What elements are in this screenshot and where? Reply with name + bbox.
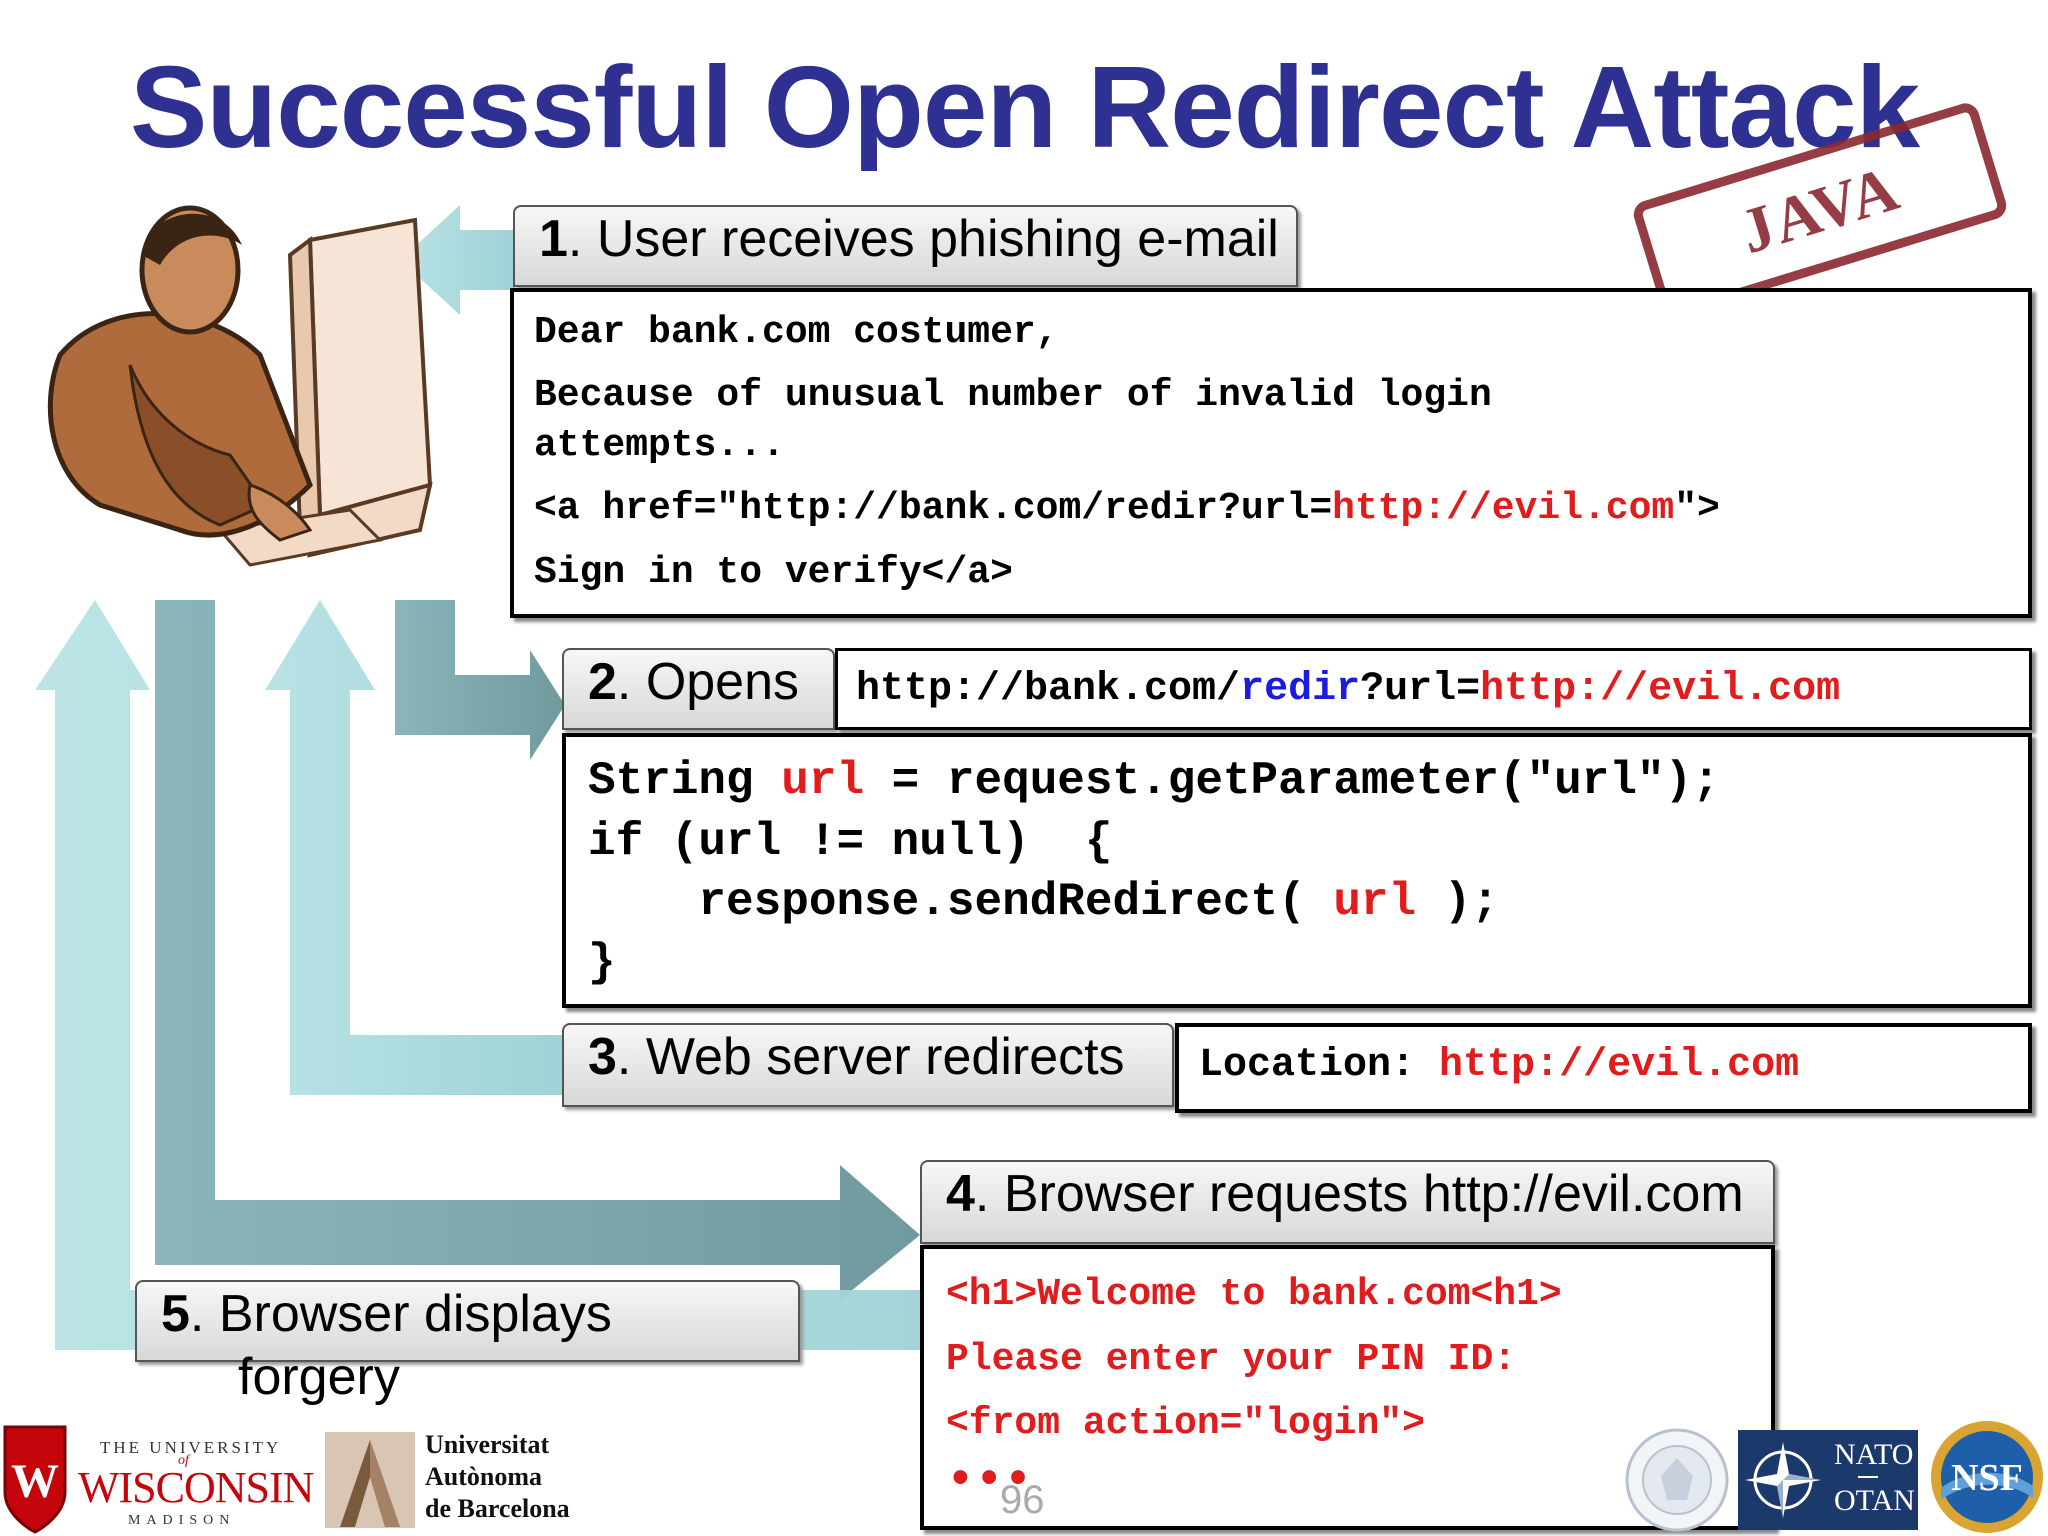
uab-line-1: Universitat [425, 1430, 550, 1459]
nato-star-icon [1745, 1442, 1821, 1518]
uab-line-2: Autònoma [425, 1462, 543, 1491]
evil-url-param: http://evil.com [1480, 667, 1841, 712]
step5-label-cont: forgery [238, 1348, 400, 1406]
email-line-1: Dear bank.com costumer, [534, 311, 1059, 354]
arrow-step4 [155, 600, 920, 1300]
arrow-step3 [265, 600, 565, 1095]
wisconsin-logo: W THE UNIVERSITY of WISCONSIN MADISON [0, 1420, 314, 1536]
evil-line-1: <h1>Welcome to bank.com<h1> [946, 1273, 1562, 1316]
server-code-box: String url = request.getParameter("url")… [562, 733, 2032, 1008]
java-stamp-text: JAVA [1731, 151, 1908, 268]
nsf-text: NSF [1951, 1457, 2023, 1499]
slide-title: Successful Open Redirect Attack [130, 42, 1920, 172]
user-at-computer-icon [47, 205, 433, 567]
nsf-logo-icon: NSF [1931, 1421, 2043, 1533]
svg-text:W: W [11, 1455, 59, 1508]
step3-label: 3. Web server redirects [562, 1023, 1174, 1107]
nato-divider [1858, 1476, 1878, 1478]
code-line-3: response.sendRedirect( url ); [588, 876, 1499, 929]
evil-line-3: <from action="login"> [946, 1402, 1425, 1446]
redir-endpoint: redir [1240, 667, 1361, 712]
otan-text: OTAN [1834, 1484, 1915, 1517]
uab-mark-icon [325, 1432, 415, 1528]
code-line-4: } [588, 937, 616, 990]
url-bar: http://bank.com/redir?url=http://evil.co… [835, 648, 2032, 730]
uab-logo: Universitat Autònoma de Barcelona [325, 1428, 575, 1536]
code-line-1: String url = request.getParameter("url")… [588, 755, 1720, 807]
uab-line-3: de Barcelona [425, 1494, 570, 1523]
arrow-step1 [400, 205, 515, 315]
step5-label: 5. Browser displays [135, 1280, 800, 1362]
step4-label: 4. Browser requests http://evil.com [920, 1160, 1775, 1244]
evil-line-4: ••• [946, 1453, 1033, 1508]
arrow-step5 [35, 600, 920, 1350]
email-line-3: attempts... [534, 423, 785, 467]
page-number: 96 [1000, 1478, 1045, 1522]
wisconsin-of-text: of [178, 1453, 189, 1468]
step2-label: 2. Opens [562, 648, 835, 730]
wisconsin-top-text: THE UNIVERSITY [100, 1438, 282, 1457]
wisconsin-main-text: WISCONSIN [78, 1463, 314, 1512]
code-line-2: if (url != null) { [588, 815, 1113, 868]
email-line-4: <a href="http://bank.com/redir?url=http:… [534, 487, 1720, 531]
nato-logo: NATO OTAN [1738, 1430, 1918, 1530]
wisconsin-crest-icon: W [3, 1425, 67, 1534]
evil-line-2: Please enter your PIN ID: [946, 1337, 1517, 1381]
phishing-email-box: Dear bank.com costumer, Because of unusu… [510, 288, 2032, 618]
wisconsin-bottom-text: MADISON [128, 1513, 236, 1528]
step1-label: 1. User receives phishing e-mail [513, 205, 1298, 287]
arrow-step2 [395, 600, 565, 760]
dhs-seal-icon [1625, 1428, 1729, 1532]
evil-url-link: http://evil.com [1332, 487, 1675, 531]
location-header-box: Location: http://evil.com [1175, 1023, 2032, 1113]
email-line-5: Sign in to verify</a> [534, 550, 1013, 594]
location-value: http://evil.com [1439, 1043, 1800, 1088]
nato-text: NATO [1834, 1438, 1914, 1471]
email-line-2: Because of unusual number of invalid log… [534, 374, 1492, 418]
